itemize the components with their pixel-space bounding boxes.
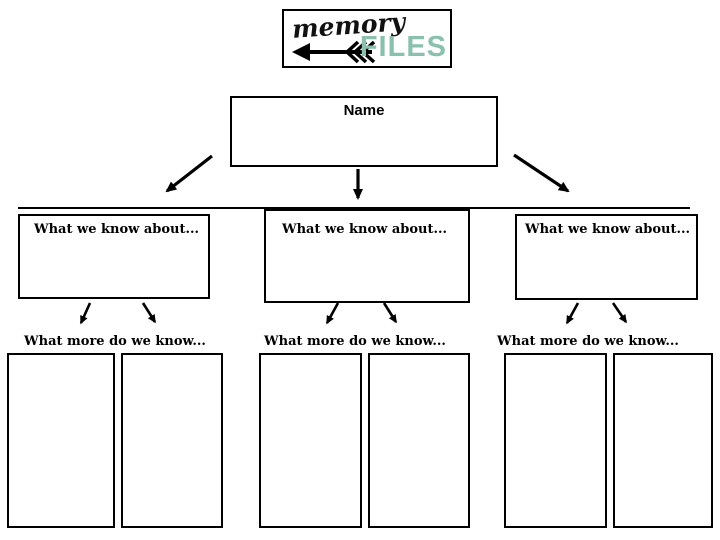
name-box[interactable]: Name [230,96,498,167]
more-label-right: What more do we know... [497,334,679,349]
logo-box: memory FILES [282,7,452,68]
left-arrow-icon [292,40,376,64]
arrow-right-box-to-detail-2 [611,302,628,324]
more-label-middle: What more do we know... [264,334,446,349]
name-box-label: Name [343,102,385,119]
arrow-name-to-left [165,154,213,193]
detail-box-right-2[interactable] [613,353,713,528]
arrow-right-box-to-detail-1 [565,302,580,325]
detail-box-right-1[interactable] [504,353,607,528]
know-box-middle-label: What we know about... [282,222,448,237]
logo-files-text: FILES [359,31,447,63]
arrow-left-box-to-detail-1 [79,302,92,325]
detail-box-left-2[interactable] [121,353,223,528]
know-box-middle[interactable]: What we know about... [264,209,470,303]
know-box-left-label: What we know about... [34,222,200,237]
arrow-name-to-right [513,153,570,193]
more-label-left: What more do we know... [24,334,206,349]
know-box-left[interactable]: What we know about... [18,214,210,299]
know-box-right[interactable]: What we know about... [515,214,698,300]
arrow-left-box-to-detail-2 [141,302,157,324]
detail-box-left-1[interactable] [7,353,115,528]
arrow-middle-box-to-detail-1 [325,302,340,325]
know-box-right-label: What we know about... [525,222,691,237]
detail-box-middle-1[interactable] [259,353,362,528]
arrow-middle-box-to-detail-2 [382,302,398,324]
detail-box-middle-2[interactable] [368,353,470,528]
